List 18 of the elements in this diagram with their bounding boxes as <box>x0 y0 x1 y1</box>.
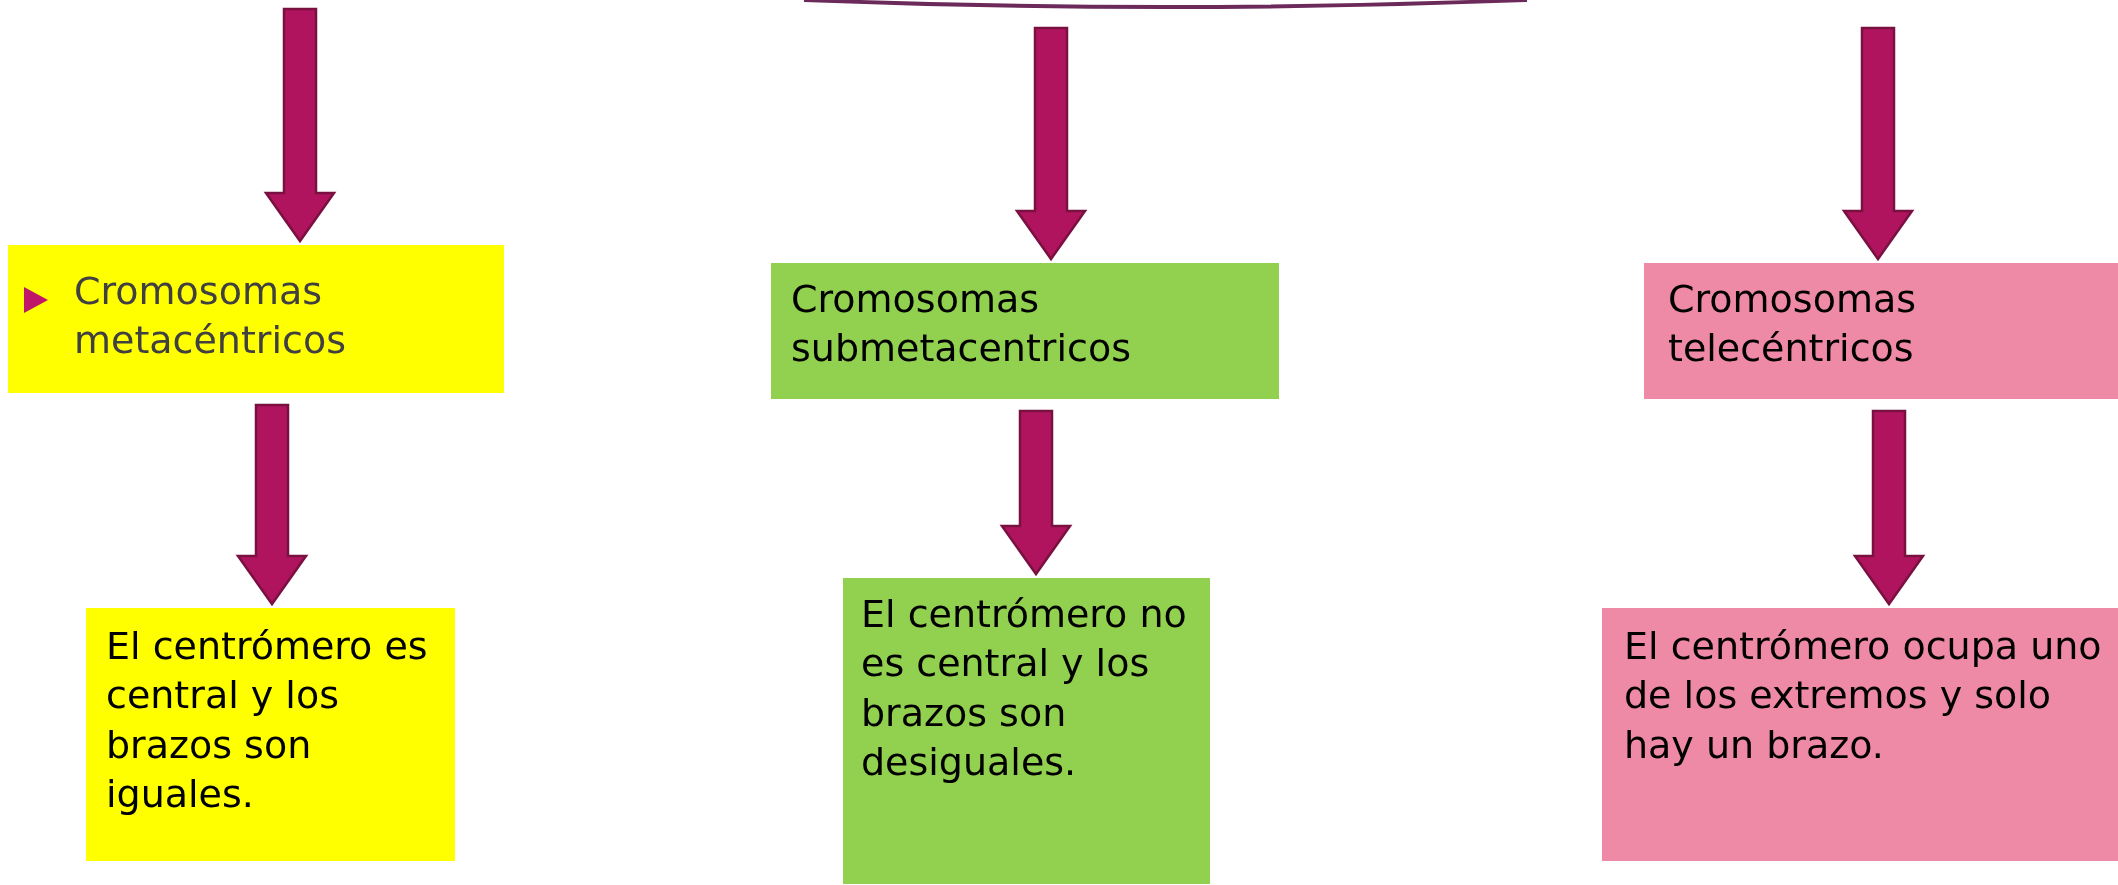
block-arrow <box>263 7 337 244</box>
block-arrow <box>235 403 309 607</box>
box-text: Cromosomas submetacentricos <box>791 276 1132 373</box>
text-box <box>8 245 504 393</box>
box-text: El centrómero es central y los brazos son iguales. <box>106 623 429 819</box>
block-arrow <box>999 409 1073 577</box>
text-box <box>771 263 1279 399</box>
block-arrow <box>1841 26 1915 262</box>
block-arrow <box>1014 26 1088 262</box>
text-box <box>86 608 455 861</box>
block-arrow <box>1852 409 1926 607</box>
text-box <box>1602 608 2118 861</box>
text-box <box>843 578 1210 884</box>
box-text: El centrómero no es central y los brazos son desiguales. <box>861 591 1188 787</box>
text-box <box>1644 263 2118 399</box>
box-text: Cromosomas telecéntricos <box>1668 276 1917 373</box>
bullet-text: Cromosomas metacéntricos <box>74 268 347 365</box>
box-text: El centrómero ocupa uno de los extremos y solo hay un brazo. <box>1624 623 2103 769</box>
